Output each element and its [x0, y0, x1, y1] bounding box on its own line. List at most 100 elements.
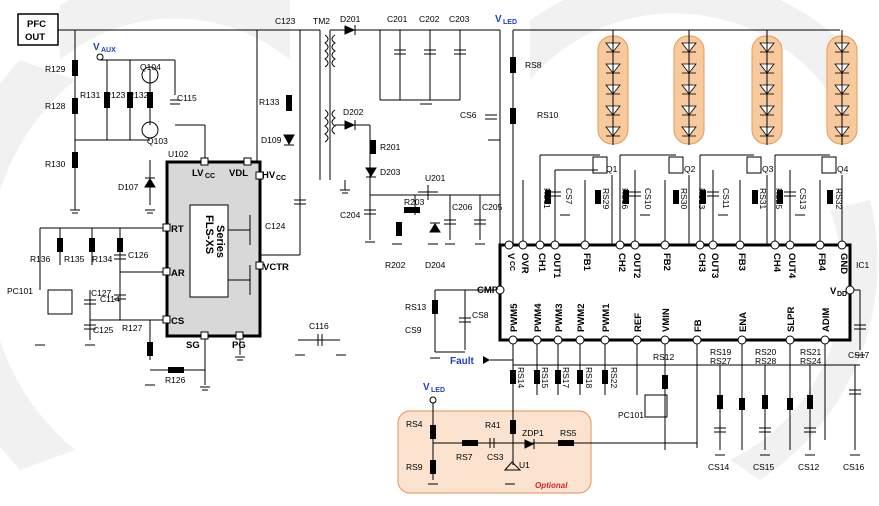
fls-series: Series [214, 225, 226, 258]
ic1-pin-fb: FB [693, 319, 704, 332]
label-c127: C127 [91, 288, 112, 298]
label-rs4: RS4 [406, 419, 423, 429]
label-rs28: RS28 [755, 356, 777, 366]
label-c201: C201 [387, 14, 408, 24]
fls-pin-lvcc: LV [192, 168, 204, 179]
ic1-pin-cmp: CMP [477, 285, 499, 296]
label-rs22: RS22 [609, 367, 619, 389]
label-c202: C202 [419, 14, 440, 24]
label-r128: R128 [45, 101, 66, 111]
ic1-pin-ch1: CH1 [536, 253, 547, 273]
label-rs25: RS25 [774, 188, 784, 210]
transistors [47, 66, 837, 471]
label-pc101: PC101 [7, 286, 33, 296]
label-pc101b: PC101 [618, 410, 644, 420]
label-q104: Q104 [140, 62, 161, 72]
ic1-pin-pwm5: PWM5 [509, 303, 520, 332]
ic1-ref: IC1 [856, 260, 870, 270]
label-rs11: RS11 [542, 188, 552, 209]
label-rs20: RS20 [755, 347, 777, 357]
ic1-pin-ovr: OVR [519, 253, 530, 274]
label-rs17: RS17 [561, 367, 571, 389]
ic1-pin-vdd-sub: DD [837, 291, 847, 298]
label-rs19: RS19 [710, 347, 732, 357]
fls-pin-ar: AR [171, 268, 185, 279]
label-rs10: RS10 [537, 110, 559, 120]
label-rs5: RS5 [560, 428, 577, 438]
label-r123: R123 [105, 90, 126, 100]
label-d201: D201 [340, 14, 361, 24]
label-cs7: CS7 [564, 188, 574, 205]
ic1-pin-ch2: CH2 [616, 253, 627, 272]
pfc-out-box [17, 13, 59, 46]
label-rs24: RS24 [800, 356, 822, 366]
label-u1: U1 [519, 460, 530, 470]
label-rs8: RS8 [525, 60, 542, 70]
ic1-pin-fb3: FB3 [736, 253, 747, 271]
label-c115: C115 [177, 93, 197, 103]
label-r129: R129 [45, 64, 66, 74]
label-q103: Q103 [147, 136, 168, 146]
ic1-pin-ch4: CH4 [771, 253, 782, 273]
ic1-pin-vcc: V [505, 253, 516, 260]
vled-opt-node [429, 396, 437, 404]
label-r41: R41 [485, 420, 501, 430]
label-r133: R133 [259, 97, 280, 107]
fls-pin-hvcc-sub: CC [276, 175, 286, 182]
label-r132: R132 [128, 90, 149, 100]
label-cs8: CS8 [472, 310, 489, 320]
ic1-pin-vdd: V [830, 286, 837, 297]
ic1-pin-ena: ENA [738, 312, 749, 332]
fls-pin-hvcc: HV [262, 170, 276, 181]
label-cs9: CS9 [405, 325, 422, 335]
label-d107: D107 [118, 182, 139, 192]
fls-inner-block [189, 204, 229, 298]
label-rs15: RS15 [540, 367, 550, 389]
ic1-pin-pwm4: PWM4 [533, 303, 544, 332]
label-zdp1: ZDP1 [522, 428, 544, 438]
label-c125: C125 [93, 325, 114, 335]
ic1-text: V CC OVR CH1 OUT1 FB1 CH2 OUT2 FB2 CH3 O… [477, 253, 870, 332]
fls-pin-vctr: VCTR [263, 262, 289, 273]
capacitors [84, 49, 866, 448]
label-rs12: RS12 [653, 352, 675, 362]
vled-opt-sub: LED [431, 387, 445, 394]
label-r130: R130 [45, 159, 66, 169]
label-r134: R134 [92, 254, 113, 264]
label-rs32: RS32 [834, 188, 844, 210]
fls-pin-sg: SG [186, 340, 200, 351]
label-rs13: RS13 [405, 302, 427, 312]
label-rs23: RS23 [697, 188, 707, 210]
label-c116: C116 [309, 321, 329, 331]
label-rs29: RS29 [601, 188, 611, 210]
ic1-top-pin-circles [504, 240, 847, 250]
ic1-pin-fb4: FB4 [816, 253, 827, 272]
label-rs21: RS21 [800, 347, 822, 357]
resistors [57, 57, 833, 474]
ic1-body [498, 243, 852, 342]
label-tm2: TM2 [313, 16, 330, 26]
fls-pin-cs: CS [171, 316, 184, 327]
label-c126: C126 [128, 250, 149, 260]
ic1-pin-out4: OUT4 [786, 253, 797, 279]
label-rs30: RS30 [679, 188, 689, 210]
vaux-sub: AUX [101, 47, 116, 54]
ic1-pin-out3: OUT3 [709, 253, 720, 278]
fls-ref: U102 [168, 149, 189, 159]
label-cs6: CS6 [460, 110, 477, 120]
label-r127: R127 [122, 323, 143, 333]
label-d202: D202 [343, 107, 364, 117]
label-c123: C123 [275, 16, 296, 26]
label-rs16: RS16 [620, 188, 630, 210]
label-rs9: RS9 [406, 462, 423, 472]
label-cs17: CS17 [848, 350, 870, 360]
ic1-pin-pwm3: PWM3 [554, 304, 565, 333]
label-cs12: CS12 [798, 462, 820, 472]
label-rs18: RS18 [584, 367, 594, 389]
label-r131: R131 [80, 90, 101, 100]
label-c203: C203 [449, 14, 470, 24]
ic1-pin-out1: OUT1 [551, 253, 562, 279]
label-c205: C205 [482, 202, 503, 212]
label-c206: C206 [452, 202, 473, 212]
